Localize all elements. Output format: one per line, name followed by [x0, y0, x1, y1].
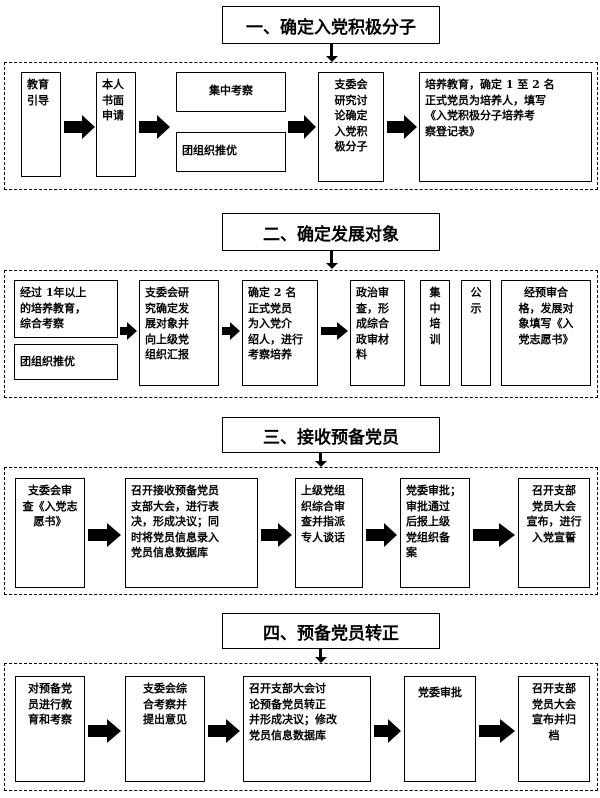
- step-concentrated-inspection: 集中考察: [176, 72, 286, 112]
- step-announce-and-archive: 召开支部 党员大会 宣布并归 档: [518, 676, 590, 782]
- step-party-committee-approval: 党委审批； 审批通过 后报上级 党组织备 案: [400, 478, 470, 588]
- step-committee-opinion: 支委会综 合考察并 提出意见: [125, 676, 205, 782]
- step-education-guidance: 教育 引导: [21, 72, 61, 177]
- step-party-committee-approval: 党委审批: [404, 676, 476, 782]
- section-3-frame: [4, 467, 598, 595]
- connector-line: [330, 251, 333, 265]
- step-probationary-member-meeting: 召开接收预备党员 支部大会，进行表 决，形成决议；同 时将党员信息录入 党员信息…: [125, 478, 258, 588]
- down-arrow-icon: [325, 263, 338, 269]
- step-concentrated-training: 集 中 培 训: [420, 280, 450, 386]
- step-appoint-introducers: 确定 2 名 正式党员 为入党介 绍人，进行 考察培养: [242, 280, 318, 386]
- connector-line: [319, 649, 322, 659]
- step-admission-oath: 召开支部 党员大会 宣布，进行 入党宣誓: [518, 478, 590, 588]
- step-fill-application-form: 经预审合 格，发展对 象填写《入 党志愿书》: [501, 280, 591, 386]
- step-superior-review-interview: 上级党组 织综合审 查并指派 专人谈话: [295, 478, 363, 588]
- connector-line: [330, 44, 333, 58]
- connector-line: [319, 453, 322, 463]
- step-written-application: 本人 书面 申请: [96, 72, 136, 177]
- section-1-title: 一、确定入党积极分子: [222, 6, 440, 44]
- section-2-title: 二、确定发展对象: [222, 213, 440, 251]
- down-arrow-icon: [314, 461, 327, 467]
- step-determine-development-target: 支委会研 究确定发 展对象并 向上级党 组织汇报: [139, 280, 219, 386]
- section-4-frame: [4, 663, 598, 791]
- down-arrow-icon: [314, 657, 327, 663]
- step-probationary-education: 对预备党 员进行教 育和考察: [15, 676, 85, 782]
- down-arrow-icon: [325, 56, 338, 62]
- step-league-recommendation: 团组织推优: [176, 132, 286, 172]
- step-league-recommendation: 团组织推优: [14, 344, 118, 380]
- step-public-notice: 公 示: [461, 280, 491, 386]
- step-review-application-form: 支委会审 查《入党志 愿书》: [15, 478, 85, 588]
- section-1-frame: [4, 62, 598, 190]
- section-4-title: 四、预备党员转正: [222, 613, 440, 649]
- section-2-frame: [4, 270, 598, 398]
- step-one-year-cultivation: 经过 1年以上 的培养教育， 综合考察: [14, 280, 118, 338]
- section-3-title: 三、接收预备党员: [222, 417, 440, 453]
- step-conversion-meeting: 召开支部大会讨 论预备党员转正 并形成决议；修改 党员信息数据库: [243, 676, 371, 782]
- step-cultivation-registration: 培养教育，确定 1 至 2 名 正式党员为培养人，填写 《入党积极分子培养考 察…: [419, 72, 592, 182]
- step-political-review: 政治审 查，形 成综合 政审材 料: [350, 280, 405, 386]
- step-branch-committee-decision: 支委会 研究讨 论确定 入党积 极分子: [318, 72, 384, 182]
